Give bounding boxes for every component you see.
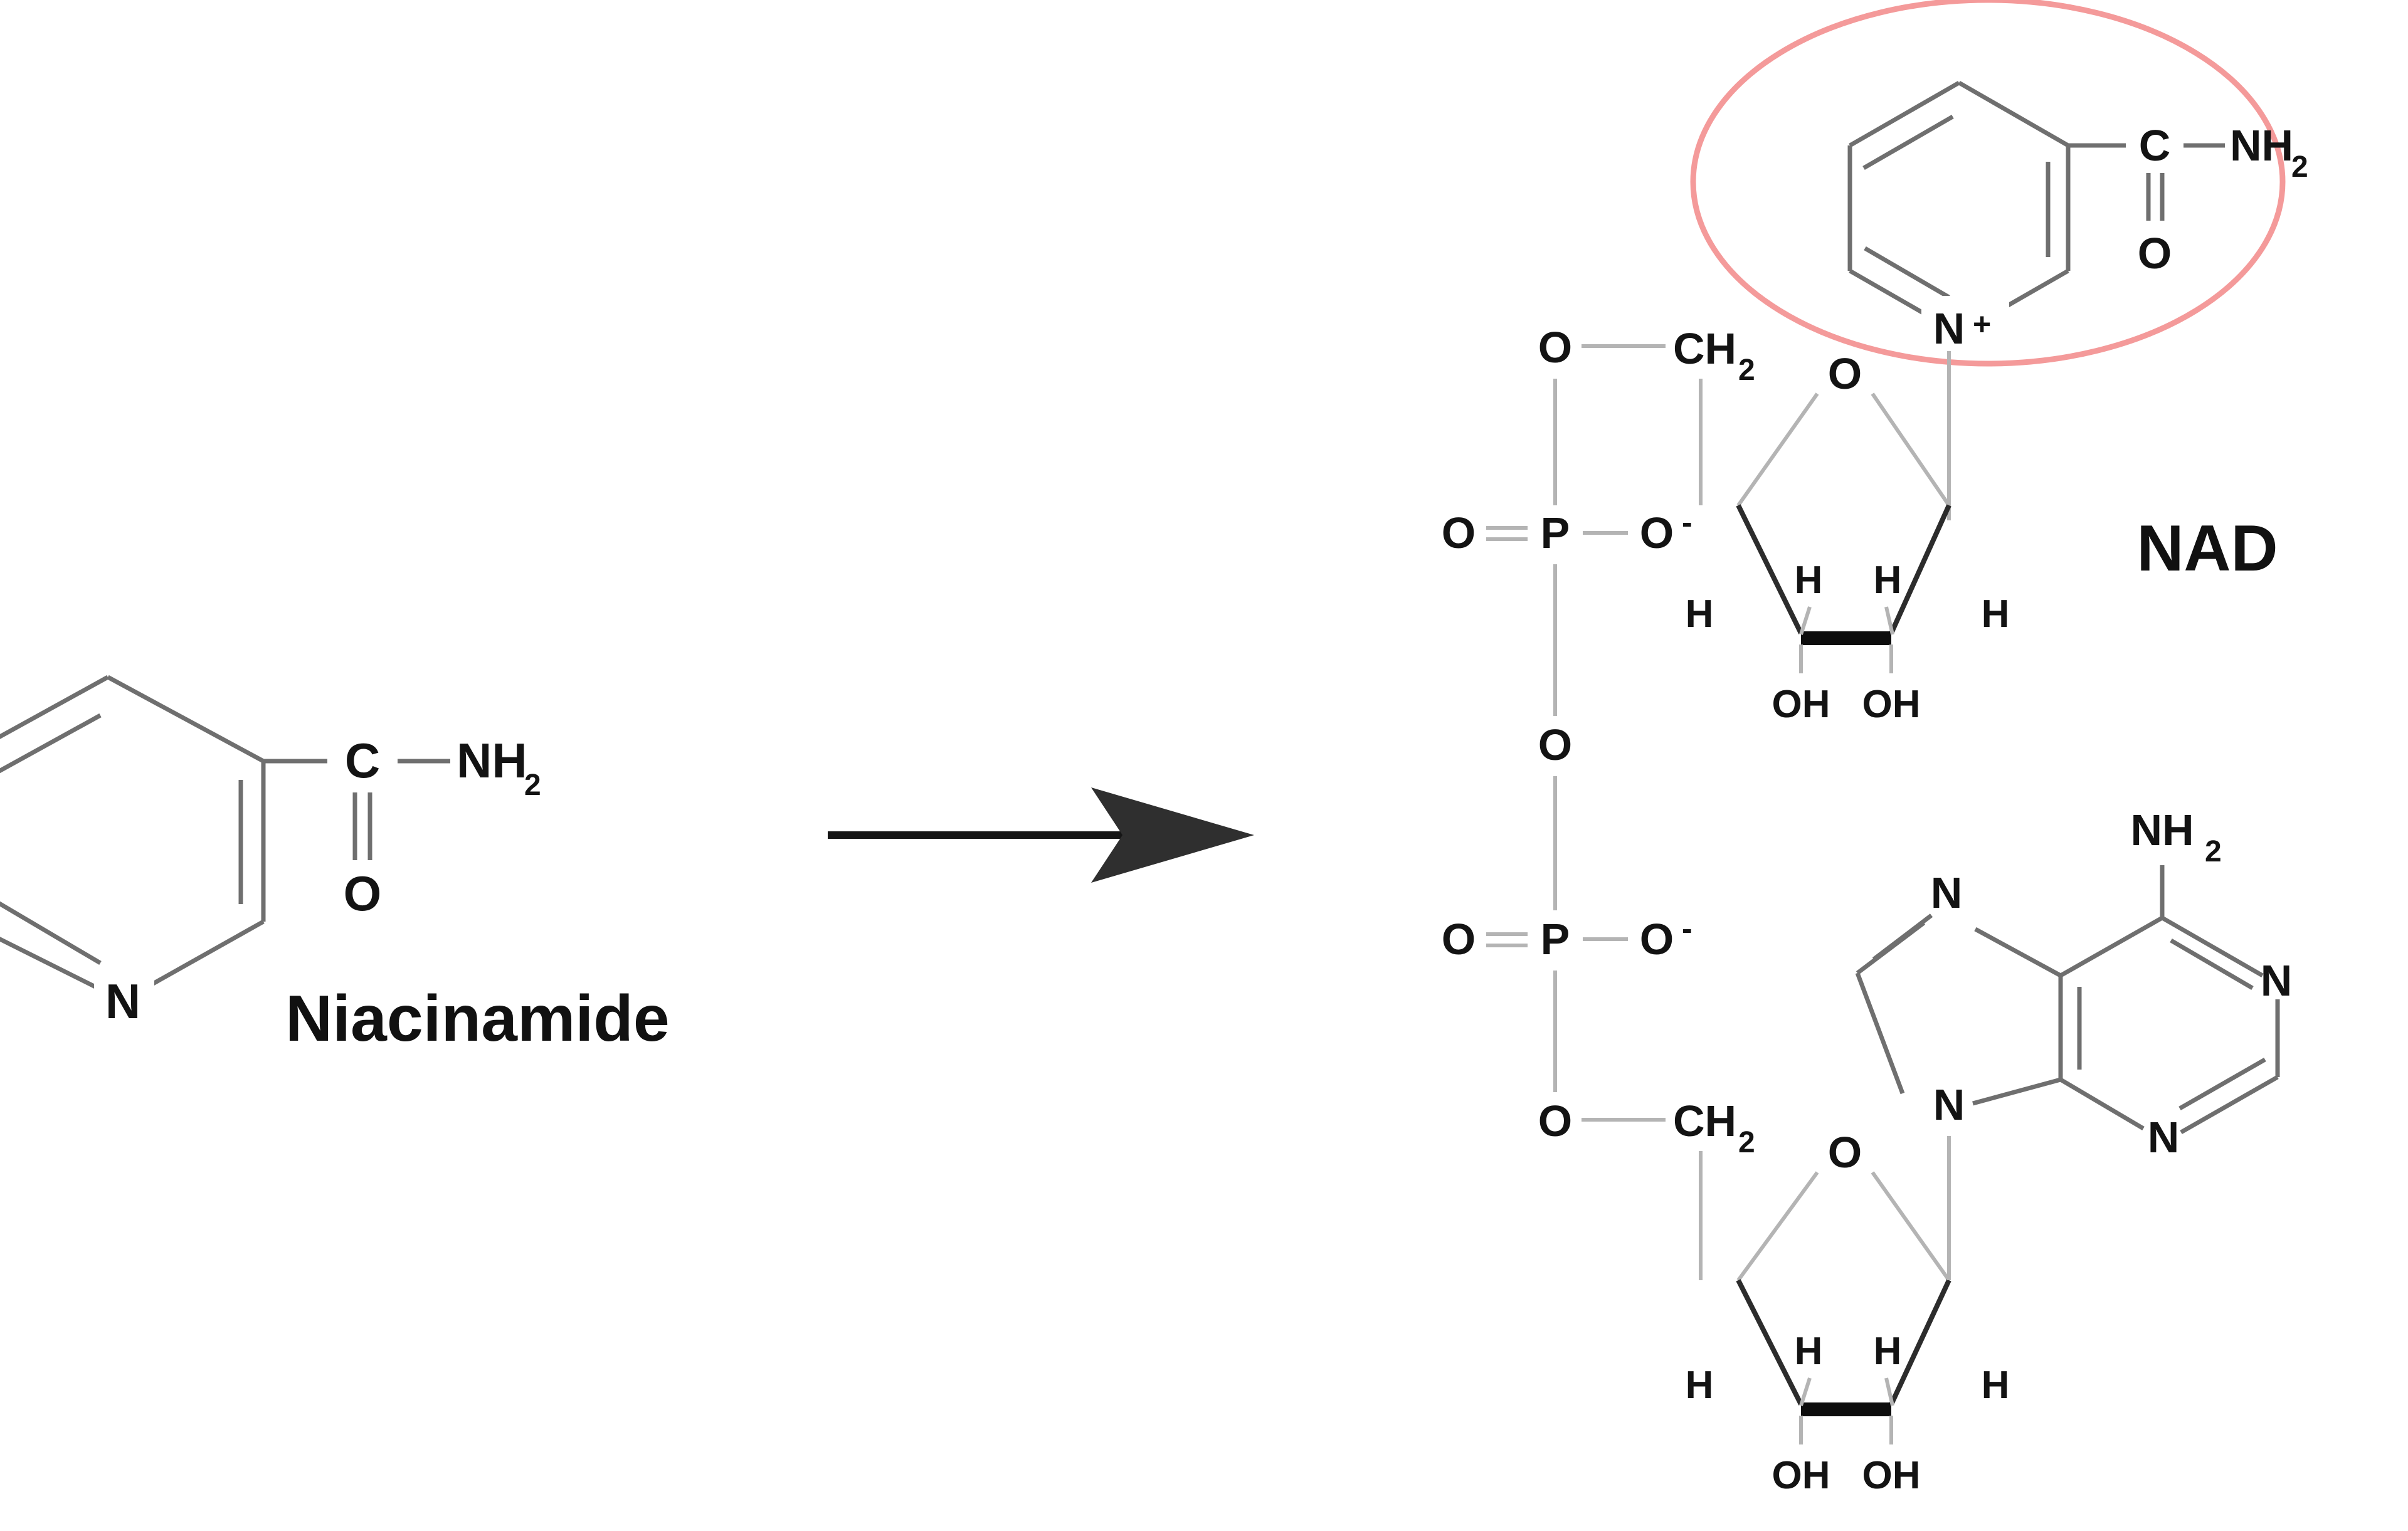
nad-ribose-top-o-c4-bond xyxy=(1736,392,1819,507)
nad-adenine-amino-label: NH xyxy=(2130,806,2194,855)
nad-phosphate1-double-bond-oxygen-label: O xyxy=(1442,508,1476,557)
nad-nicotinamide-amide-nitrogen-label: NH xyxy=(2230,121,2293,170)
nad-ribose-bottom-h3-bond xyxy=(1799,1377,1812,1406)
nad-ribose-bottom-ch2-label: CH xyxy=(1673,1097,1736,1145)
nad-phosphate2-anionic-oxygen-label: O xyxy=(1640,915,1674,964)
nad-adenine-n3-label: N xyxy=(2148,1113,2180,1162)
niacinamide-structure: N N C NH 2 O xyxy=(0,675,541,1029)
nad-phosphate1-phosphorus-label: P xyxy=(1541,508,1570,557)
nad-ribose-top-c4-c3-bond xyxy=(1736,504,1803,634)
nad-adenine-n7-c8-double xyxy=(1872,913,1933,961)
nad-adenine-c2-n3-bond xyxy=(2180,1075,2279,1135)
nad-phosphate1-ester-oxygen-label: O xyxy=(1538,323,1572,372)
nad-bridging-oxygen-label: O xyxy=(1538,720,1572,769)
nad-ribose-bottom-h2-bond xyxy=(1884,1377,1894,1406)
nad-ribose-top-ch2-label: CH xyxy=(1673,324,1736,373)
nad-nicotinamide-nitrogen-label: N xyxy=(1933,304,1965,353)
nad-ribose-top-h2-bond xyxy=(1884,606,1894,635)
nad-adenine-c2-n3-double xyxy=(2178,1057,2266,1111)
nad-ribose-bottom-c4-c3-bond xyxy=(1736,1279,1803,1406)
nad-caption: NAD xyxy=(2136,512,2278,585)
nad-phosphate2-double-bond-oxygen-label: O xyxy=(1442,915,1476,964)
nad-ribose-bottom-c1-c2-bond xyxy=(1889,1279,1951,1406)
niacinamide-amide-nitrogen-subscript: 2 xyxy=(524,769,541,802)
niacinamide-caption: Niacinamide xyxy=(285,982,670,1055)
nad-adenine: N N N xyxy=(1855,806,2293,1162)
nad-phosphate-1: O P O O - O xyxy=(1442,323,1692,769)
nad-ribose-bottom-h4-label: H xyxy=(1686,1364,1714,1407)
niacinamide-carbonyl-oxygen-label: O xyxy=(344,866,382,921)
nad-ribose-bottom-oh2-label: OH xyxy=(1862,1454,1921,1497)
nad-ribose-bottom-ring: O xyxy=(1736,1128,1951,1416)
nad-ribose-top-h3-bond xyxy=(1799,606,1812,635)
nad-structure: N + C NH 2 O O xyxy=(1442,0,2308,1497)
nad-adenine-c6-n1-double xyxy=(2170,938,2254,991)
nad-ribose-top-ring-oxygen-label: O xyxy=(1828,349,1862,398)
nad-nicotinamide-carbonyl-carbon-label: C xyxy=(2139,121,2171,170)
niacinamide-amide-nitrogen-label: NH xyxy=(457,733,527,788)
niacinamide-carbonyl-carbon-label: C xyxy=(345,733,380,788)
nad-ribose-bottom-h2-label: H xyxy=(1874,1330,1902,1373)
nad-ribose-bottom-o-c1-bond xyxy=(1871,1171,1951,1281)
nad-ribose-bottom-h1-label: H xyxy=(1982,1364,2010,1407)
nad-ribose-bottom-h3-label: H xyxy=(1795,1330,1823,1373)
nad-ribose-top-ring: O xyxy=(1736,349,1951,645)
nad-phosphate2-anionic-charge: - xyxy=(1682,911,1692,946)
nad-phosphate2-ester-oxygen-label: O xyxy=(1538,1097,1572,1145)
nad-phosphate-2: P O O - O xyxy=(1442,776,1692,1145)
nad-ribose-top-oh2-label: OH xyxy=(1862,683,1921,726)
reaction-arrow xyxy=(828,787,1254,883)
nad-ribose-bottom-ch2-subscript: 2 xyxy=(1738,1126,1755,1159)
nicotinamide-highlight-ellipse xyxy=(1690,0,2286,367)
nad-ribose-bottom-oh3-label: OH xyxy=(1772,1454,1830,1497)
nad-ribose-top-h4-label: H xyxy=(1686,592,1714,636)
nad-adenine-n1-label: N xyxy=(2261,956,2293,1005)
nad-adenine-c5-c6-bond xyxy=(2059,915,2163,978)
nad-ribose-bottom-o-c4-bond xyxy=(1736,1171,1819,1281)
nad-ribose-top-h1-label: H xyxy=(1982,592,2010,636)
nad-ribose-bottom-ring-oxygen-label: O xyxy=(1828,1128,1862,1177)
nad-phosphate2-phosphorus-label: P xyxy=(1541,915,1570,964)
nad-ribose-top-h3-label: H xyxy=(1795,559,1823,602)
niacinamide-ring-nitrogen-label-top: N xyxy=(105,974,140,1029)
nad-nicotinamide-amide-nitrogen-subscript: 2 xyxy=(2291,150,2308,184)
nad-nicotinamide-carbonyl-oxygen-label: O xyxy=(2138,229,2172,278)
nad-ribose-top-c1-c2-bond xyxy=(1889,504,1951,634)
nad-adenine-c8-n9-bond xyxy=(1855,972,1905,1095)
niacinamide-pyridine-ring xyxy=(0,675,266,1003)
nad-phosphate1-anionic-oxygen-label: O xyxy=(1640,508,1674,557)
nad-adenine-n7-label: N xyxy=(1931,868,1963,917)
nad-ribose-top-o-c1-bond xyxy=(1871,392,1951,507)
nad-phosphate1-anionic-charge: - xyxy=(1682,505,1692,540)
nad-adenine-n3-c4-bond xyxy=(2059,1077,2145,1131)
arrow-head xyxy=(1091,787,1254,883)
nad-adenine-n9-label: N xyxy=(1933,1080,1965,1129)
nad-adenine-c6-n1-bond xyxy=(2161,915,2264,978)
nad-ribose-top-h2-label: H xyxy=(1874,559,1902,602)
nad-adenine-amino-subscript: 2 xyxy=(2205,835,2222,868)
nad-ribose-top-oh3-label: OH xyxy=(1772,683,1830,726)
nad-adenine-n7-c5-bond xyxy=(1974,927,2062,978)
nad-nicotinamide-nitrogen-charge: + xyxy=(1973,307,1991,342)
nad-ribose-top-ch2-subscript: 2 xyxy=(1738,354,1755,387)
nad-adenine-n9-c4-bond xyxy=(1972,1077,2061,1106)
